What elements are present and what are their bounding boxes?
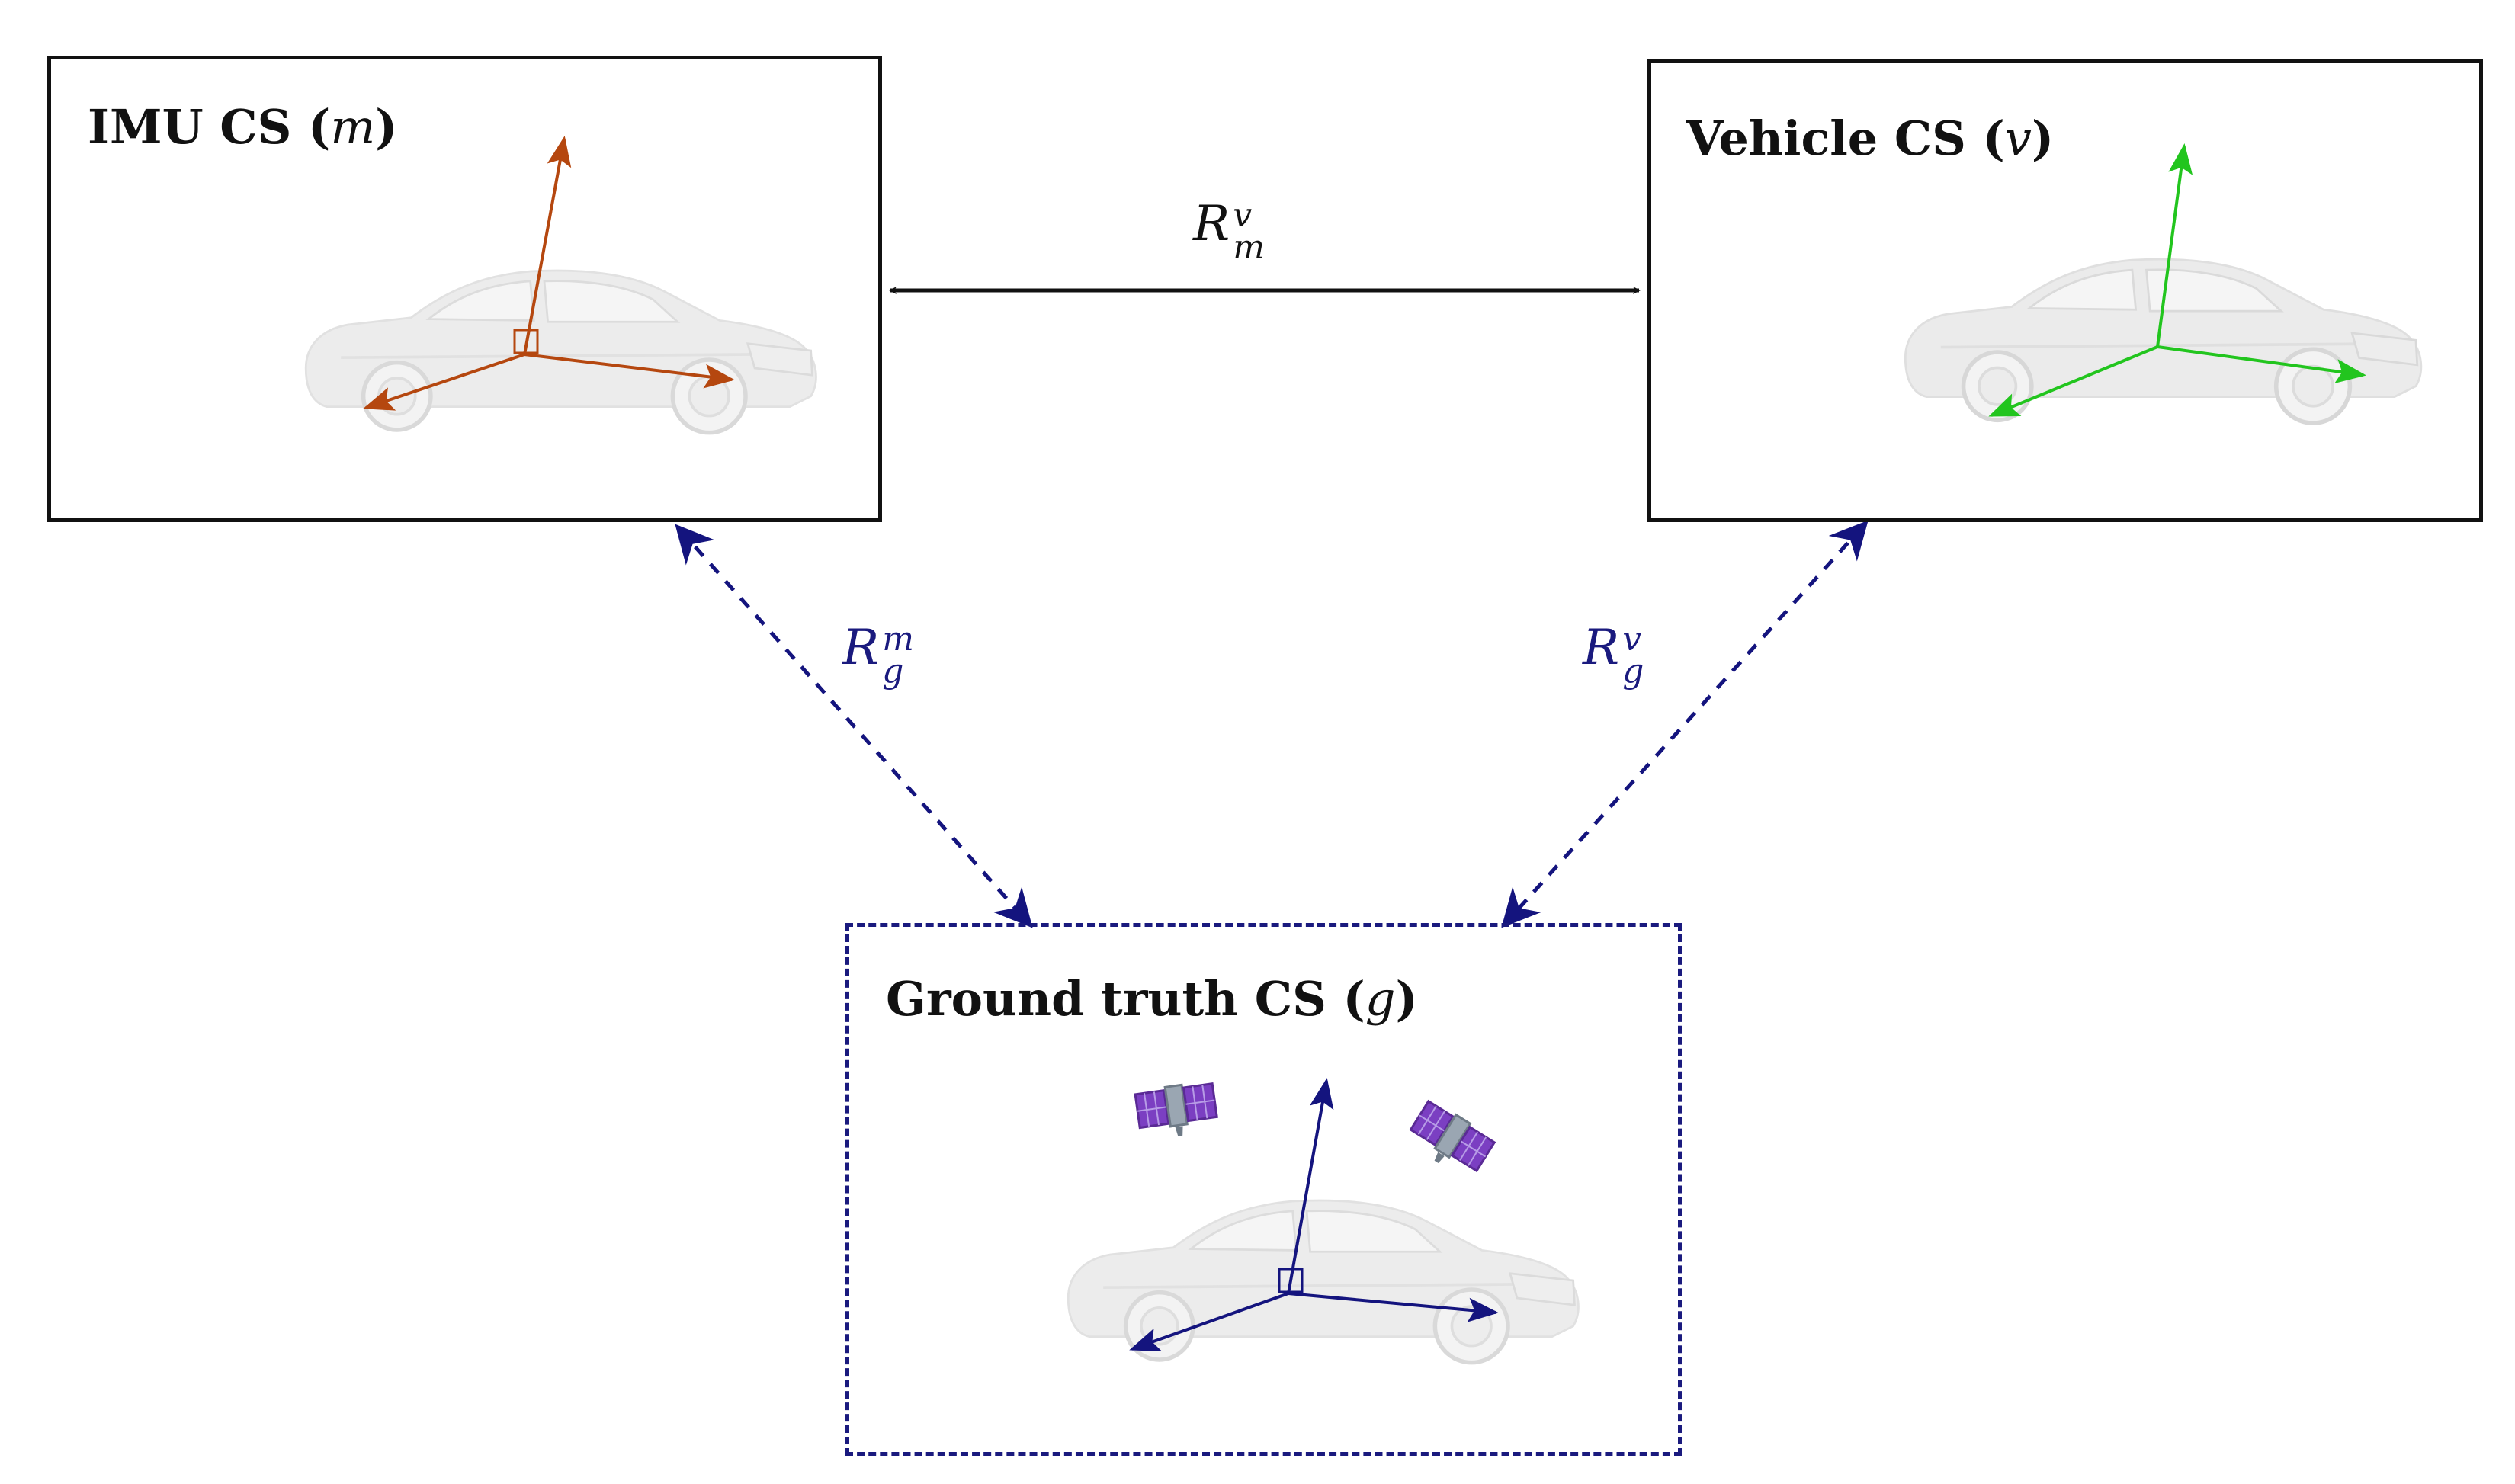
arrow-g-to-v xyxy=(1501,520,1869,928)
label-gv-sup: v xyxy=(1622,620,1642,659)
imu-z-axis xyxy=(523,136,572,355)
label-gm-base: R xyxy=(842,620,880,676)
imu-cs-box: IMU CS (m) xyxy=(47,56,882,522)
vehicle-title-symbol: v xyxy=(2004,111,2032,166)
imu-x-axis xyxy=(524,353,735,389)
vehicle-z-axis xyxy=(2156,143,2193,348)
gt-axes xyxy=(1129,1078,1499,1351)
vehicle-y-axis xyxy=(1988,345,2158,417)
gt-title-close: ) xyxy=(1395,971,1418,1027)
vehicle-cs-title: Vehicle CS (v) xyxy=(1686,115,2054,162)
label-gv-base: R xyxy=(1583,620,1620,676)
imu-y-axis xyxy=(363,353,525,411)
gt-title-symbol: g xyxy=(1365,971,1396,1027)
label-mv-sub: m xyxy=(1233,227,1265,267)
label-gm-sub: g xyxy=(882,651,904,691)
imu-cs-title: IMU CS (m) xyxy=(88,104,397,151)
gt-x-axis xyxy=(1288,1292,1499,1322)
imu-title-symbol: m xyxy=(330,99,376,155)
label-gm-sup: m xyxy=(882,620,914,659)
arrow-g-to-m xyxy=(675,524,1033,928)
imu-title-close: ) xyxy=(375,99,398,155)
label-gv-sub: g xyxy=(1622,651,1644,691)
vehicle-title-close: ) xyxy=(2031,111,2055,166)
imu-axes xyxy=(363,136,735,411)
label-mv-sup: v xyxy=(1233,196,1253,235)
vehicle-axes xyxy=(1988,143,2366,417)
vehicle-cs-box: Vehicle CS (v) xyxy=(1647,59,2483,522)
gt-title-text: Ground truth CS ( xyxy=(886,971,1365,1027)
imu-title-text: IMU CS ( xyxy=(88,99,331,155)
ground-truth-cs-box: Ground truth CS (g) xyxy=(845,923,1682,1456)
vehicle-x-axis xyxy=(2157,345,2366,383)
ground-truth-cs-title: Ground truth CS (g) xyxy=(886,976,1418,1023)
gt-y-axis xyxy=(1129,1292,1289,1351)
gt-z-axis xyxy=(1287,1078,1334,1294)
vehicle-title-text: Vehicle CS ( xyxy=(1686,111,2005,166)
label-mv-base: R xyxy=(1193,196,1230,252)
